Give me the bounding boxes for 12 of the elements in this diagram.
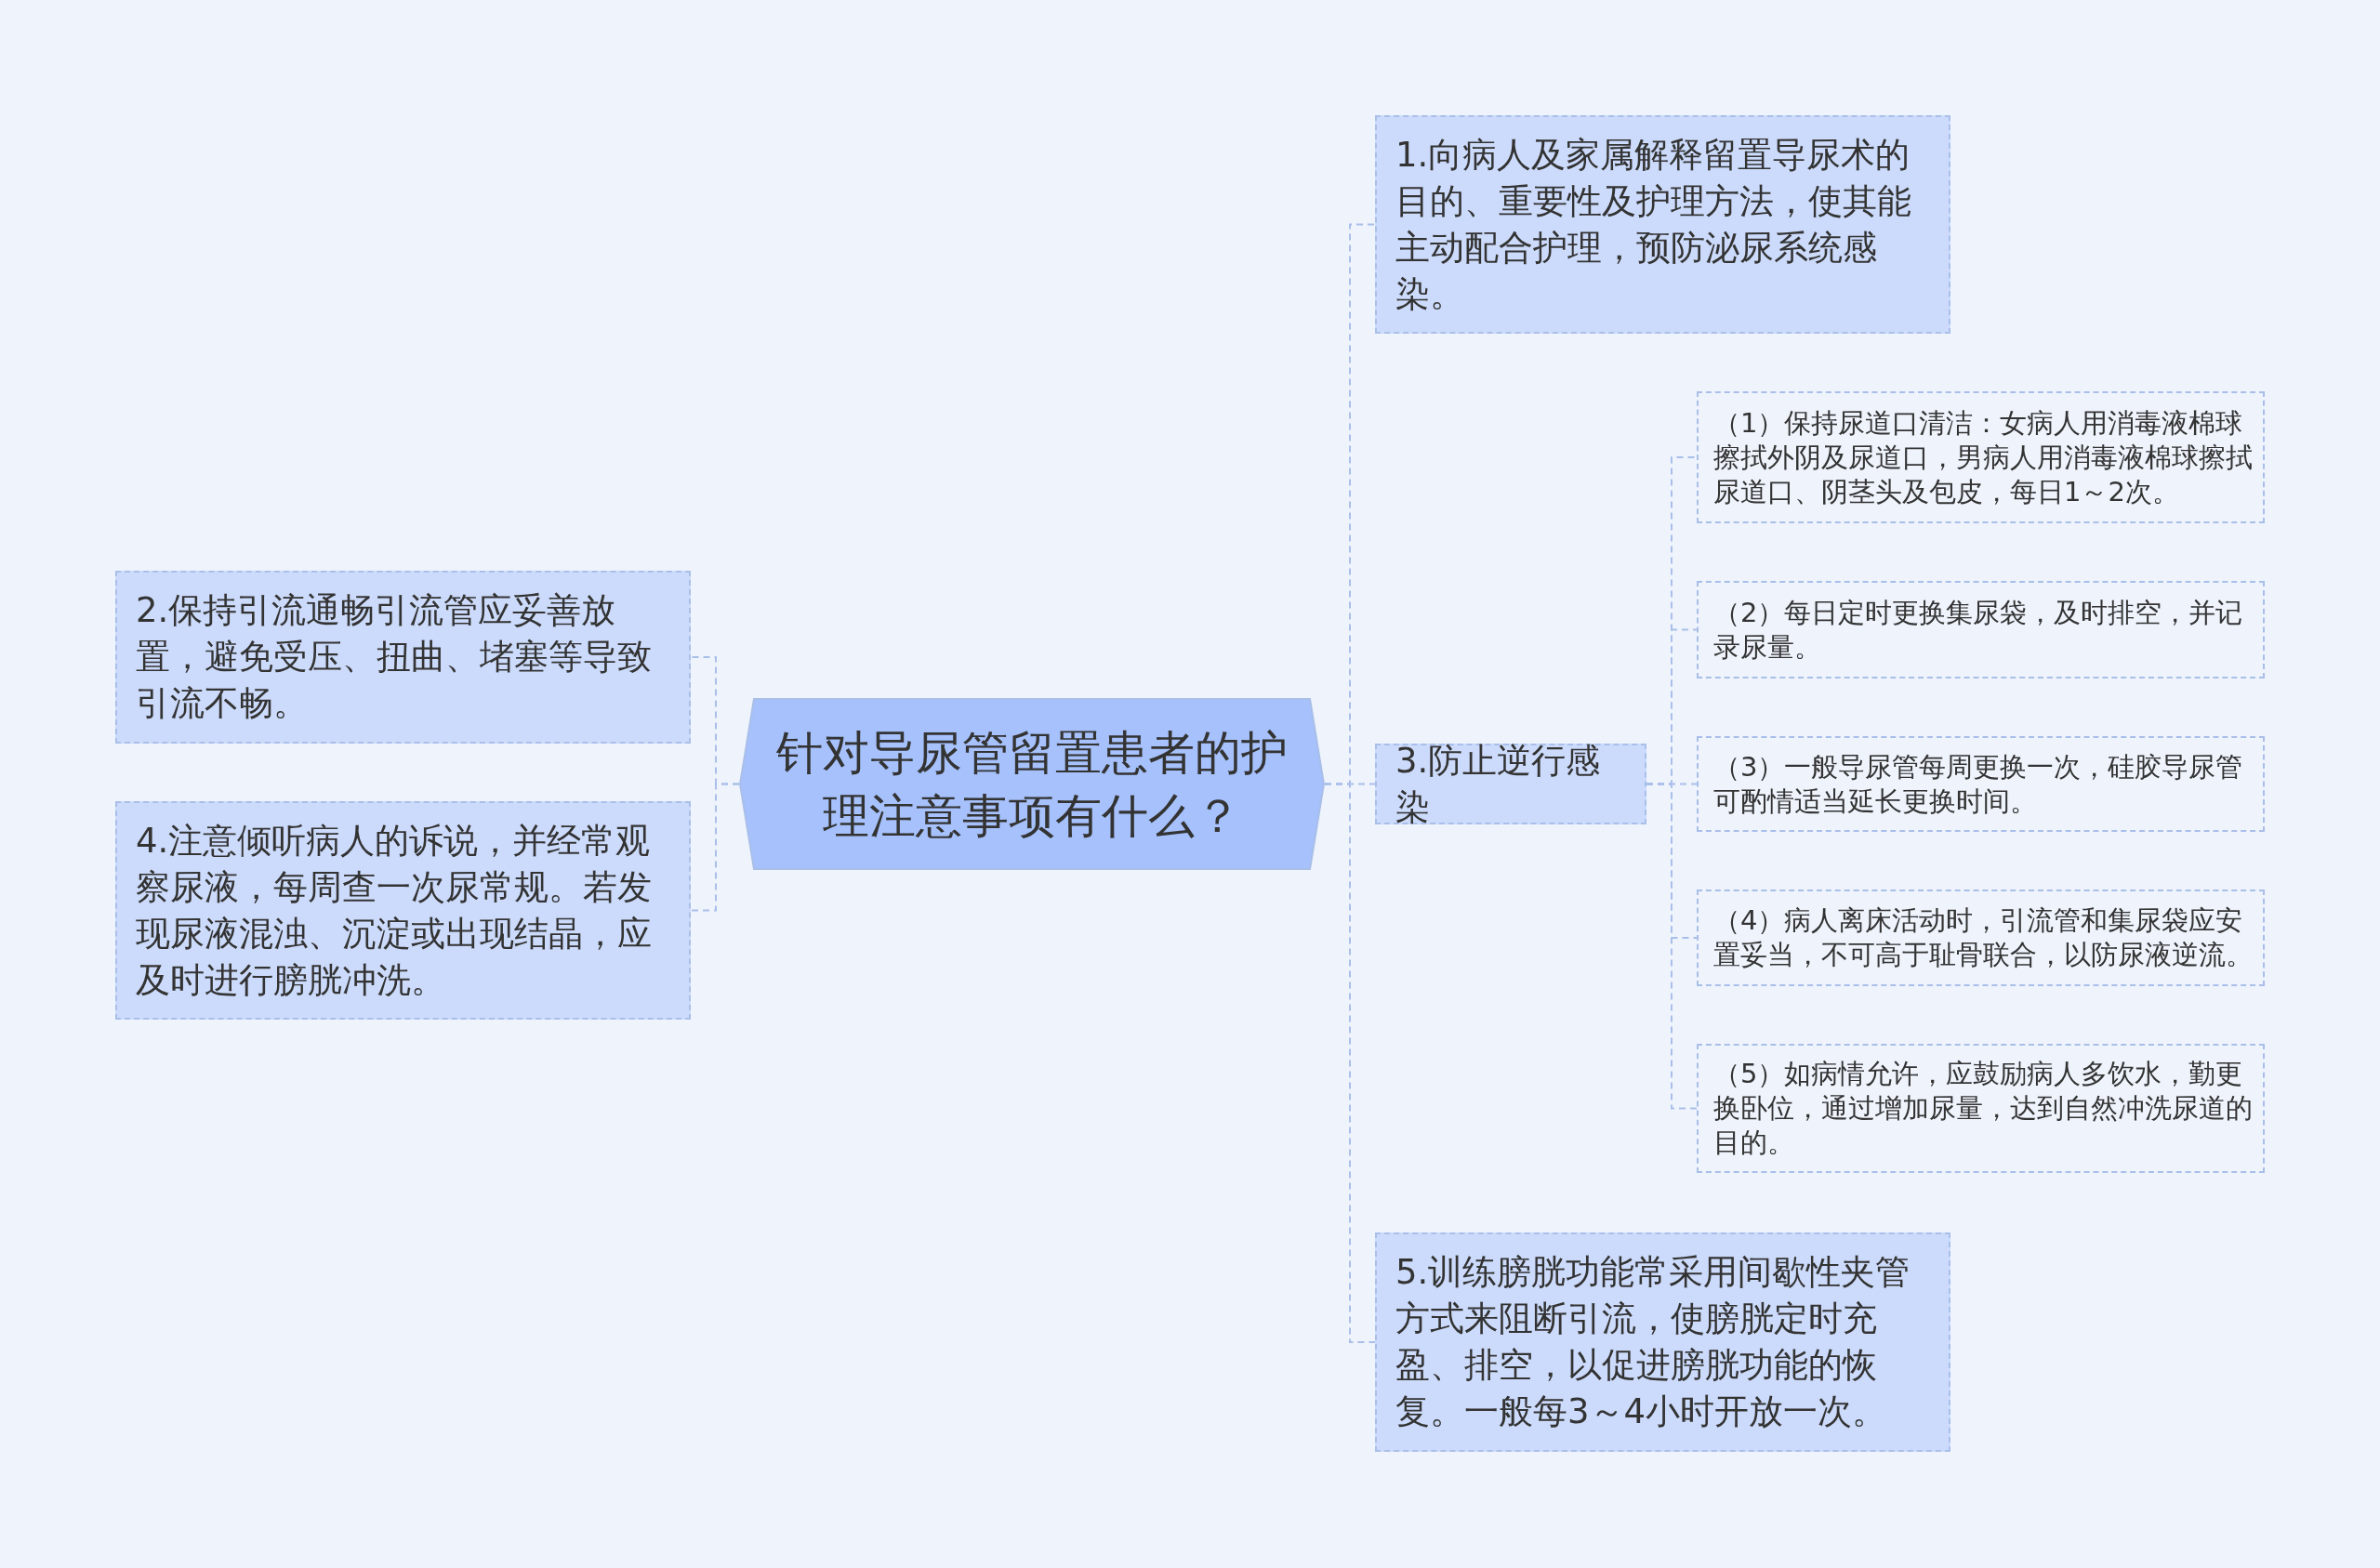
- topic-box: 2.保持引流通畅引流管应妥善放置，避免受压、扭曲、堵塞等导致引流不畅。: [115, 571, 691, 744]
- subtopic-box: （2）每日定时更换集尿袋，及时排空，并记录尿量。: [1697, 581, 2265, 679]
- topic-box: 4.注意倾听病人的诉说，并经常观察尿液，每周查一次尿常规。若发现尿液混浊、沉淀或出现结晶，应及时进行膀胱冲洗。: [115, 801, 691, 1020]
- topic-box: 1.向病人及家属解释留置导尿术的目的、重要性及护理方法，使其能主动配合护理，预防泌尿系统感染。: [1375, 115, 1950, 334]
- connector-line: [690, 783, 740, 912]
- subtopic-box: （3）一般导尿管每周更换一次，硅胶导尿管可酌情适当延长更换时间。: [1697, 736, 2265, 832]
- connector-line: [1324, 783, 1376, 1343]
- topic-box: 5.训练膀胱功能常采用间歇性夹管方式来阻断引流，使膀胱定时充盈、排空，以促进膀胱功能的恢复。一般每3～4小时开放一次。: [1375, 1232, 1950, 1452]
- subtopic-box: （4）病人离床活动时，引流管和集尿袋应安置妥当，不可高于耻骨联合，以防尿液逆流。: [1697, 889, 2265, 986]
- subtopic-box: （1）保持尿道口清洁：女病人用消毒液棉球擦拭外阴及尿道口，男病人用消毒液棉球擦拭尿道口、阴茎头及包皮，每日1～2次。: [1697, 391, 2265, 523]
- topic-box: 3.防止逆行感染: [1375, 744, 1646, 824]
- subtopic-box: （5）如病情允许，应鼓励病人多饮水，勤更换卧位，通过增加尿量，达到自然冲洗尿道的目的。: [1697, 1044, 2265, 1173]
